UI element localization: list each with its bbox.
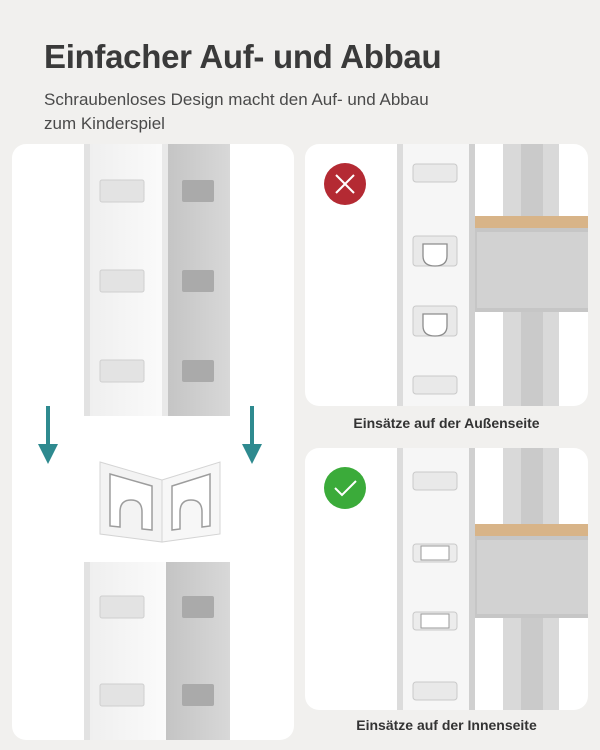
inside-inserts-caption: Einsätze auf der Innenseite [356,717,537,733]
page-title: Einfacher Auf- und Abbau [44,38,442,75]
arrow-down-icon [38,406,58,464]
cross-icon [324,163,366,205]
upper-post [84,144,230,416]
outside-inserts-panel [305,144,588,406]
inside-inserts-panel [305,448,588,710]
arrow-down-icon [242,406,262,464]
connector-piece [99,461,221,543]
post-assembly-graphic [38,144,262,740]
check-icon [324,467,366,509]
outside-inserts-graphic [324,144,588,406]
inside-inserts-graphic [324,448,588,710]
page-subtitle: Schraubenloses Design macht den Auf- und… [44,90,429,133]
outside-inserts-caption: Einsätze auf der Außenseite [353,415,540,431]
lower-post [84,562,230,740]
post-assembly-illustration [12,144,294,740]
